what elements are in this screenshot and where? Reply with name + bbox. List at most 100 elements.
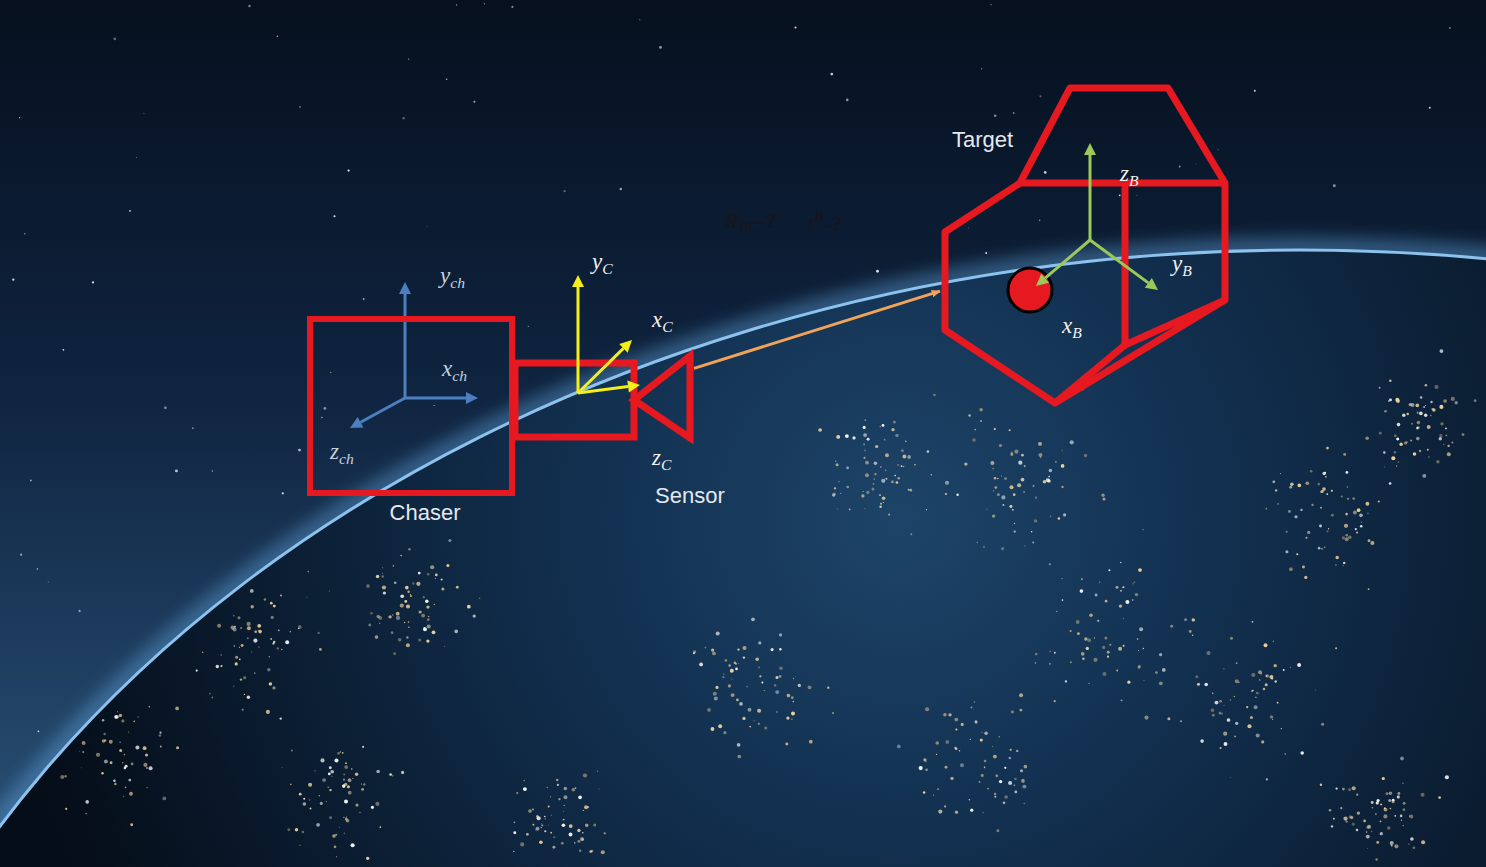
city-light [1223, 705, 1224, 706]
star [1179, 166, 1181, 168]
city-light [359, 812, 360, 813]
city-light [523, 780, 525, 782]
city-light [1180, 720, 1182, 722]
city-light [85, 813, 86, 814]
city-light [885, 453, 889, 457]
city-light [332, 776, 333, 777]
target-x-axis [1045, 240, 1090, 278]
city-light [307, 571, 309, 573]
city-light [344, 833, 345, 834]
sensor-label: Sensor [655, 483, 725, 509]
city-light [846, 467, 849, 470]
city-light [289, 631, 291, 633]
city-light [1192, 635, 1193, 636]
city-light [418, 572, 421, 575]
city-light [888, 513, 890, 515]
city-light [1035, 653, 1038, 656]
star [876, 270, 879, 273]
city-light [1038, 442, 1042, 446]
city-light [564, 787, 568, 791]
city-light [149, 766, 153, 770]
city-light [901, 449, 904, 452]
city-light [1389, 398, 1392, 401]
star [299, 106, 300, 107]
city-light [863, 443, 865, 445]
city-light [145, 753, 148, 756]
city-light [1014, 523, 1015, 524]
city-light [580, 837, 584, 841]
city-light [1235, 722, 1238, 725]
city-light [1347, 498, 1349, 500]
city-light [1304, 576, 1307, 579]
city-light [713, 692, 717, 696]
axis-label: yC [592, 248, 613, 278]
city-light [394, 581, 397, 584]
city-light [424, 627, 425, 628]
city-light [601, 850, 605, 854]
city-light [435, 574, 438, 577]
city-light [833, 492, 836, 495]
symbol-base: x [652, 307, 662, 332]
city-light [1335, 556, 1339, 560]
city-light [1367, 825, 1371, 829]
city-light [736, 699, 739, 702]
city-light [1417, 421, 1421, 425]
camera-x-axis-head [619, 340, 632, 353]
city-light [558, 798, 560, 800]
city-light [836, 435, 840, 439]
city-light [1357, 811, 1360, 814]
city-light [1003, 801, 1006, 804]
city-light [550, 832, 552, 834]
city-light [836, 463, 839, 466]
symbol-suffix: -? [759, 208, 777, 233]
city-light [1290, 482, 1294, 486]
city-light [1011, 452, 1013, 454]
city-light [990, 461, 994, 465]
city-light [340, 751, 341, 752]
city-light [873, 483, 875, 485]
city-light [1062, 578, 1063, 579]
city-light [318, 632, 320, 634]
city-light [1223, 732, 1227, 736]
city-light [1297, 484, 1301, 488]
city-light [1419, 412, 1423, 416]
city-light [925, 761, 927, 763]
city-light [1121, 700, 1123, 702]
city-light [427, 618, 430, 621]
city-light [1062, 599, 1064, 601]
city-light [1335, 647, 1337, 649]
city-light [557, 784, 559, 786]
city-light [787, 694, 791, 698]
city-light [914, 464, 916, 466]
city-light [240, 627, 242, 629]
city-light [1343, 453, 1346, 456]
city-light [1084, 454, 1087, 457]
star [1039, 219, 1041, 221]
city-light [539, 840, 543, 844]
city-light [122, 762, 124, 764]
city-light [1368, 588, 1370, 590]
city-light [1355, 528, 1357, 530]
city-light [355, 772, 358, 775]
symbol-base: z [1120, 161, 1129, 186]
city-light [1251, 673, 1255, 677]
city-light [281, 767, 282, 768]
city-light [1360, 525, 1363, 528]
city-light [285, 640, 289, 644]
city-light [264, 598, 266, 600]
city-light [1107, 651, 1110, 654]
city-light [798, 684, 801, 687]
city-light [1200, 739, 1204, 743]
city-light [884, 439, 886, 441]
city-light [526, 833, 529, 836]
city-light [597, 770, 598, 771]
city-light [532, 824, 534, 826]
star [446, 78, 448, 80]
city-light [1019, 709, 1022, 712]
city-light [1080, 589, 1084, 593]
city-light [793, 678, 794, 679]
star [1044, 171, 1047, 174]
city-light [874, 473, 876, 475]
city-light [1108, 569, 1110, 571]
